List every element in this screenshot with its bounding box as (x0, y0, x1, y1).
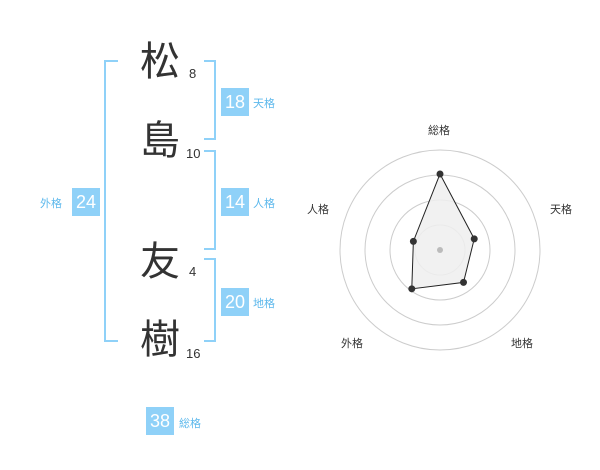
stroke-count-1: 8 (189, 66, 197, 81)
stroke-count-2: 10 (186, 146, 201, 161)
radar-point-2 (460, 278, 468, 286)
radar-center-dot (437, 247, 443, 253)
radar-point-4 (409, 237, 417, 245)
soukaku-value: 38 (146, 407, 174, 435)
tenkaku-bracket (204, 60, 216, 140)
name-char-1: 松 (140, 39, 180, 85)
radar-grid-ring (339, 149, 541, 351)
chikaku-bracket (204, 258, 216, 342)
stroke-count-3: 4 (189, 264, 197, 279)
soukaku-label: 総格 (179, 417, 201, 430)
gaikaku-value: 24 (72, 188, 100, 216)
tenkaku-label: 天格 (253, 97, 275, 110)
radar-data-polygon (411, 172, 475, 290)
stroke-count-4: 16 (186, 346, 201, 361)
radar-axis-label-soukaku: 総格 (428, 124, 450, 137)
radar-point-0 (436, 170, 444, 178)
radar-axis-label-tenkaku: 天格 (550, 203, 572, 216)
chikaku-label: 地格 (253, 297, 275, 310)
gaikaku-bracket (104, 60, 118, 342)
tenkaku-value: 18 (221, 88, 249, 116)
jinkaku-label: 人格 (253, 197, 275, 210)
radar-axis-label-jinkaku: 人格 (307, 203, 329, 216)
radar-axis-label-gaikaku: 外格 (341, 337, 363, 350)
radar-axis-label-chikaku: 地格 (511, 337, 533, 350)
name-char-3: 友 (140, 239, 180, 285)
name-char-2: 島 (140, 118, 180, 164)
radar-point-3 (408, 285, 416, 293)
name-char-4: 樹 (140, 317, 180, 363)
chikaku-value: 20 (221, 288, 249, 316)
jinkaku-bracket (204, 150, 216, 250)
gaikaku-label: 外格 (40, 197, 62, 210)
radar-point-1 (470, 235, 478, 243)
jinkaku-value: 14 (221, 188, 249, 216)
